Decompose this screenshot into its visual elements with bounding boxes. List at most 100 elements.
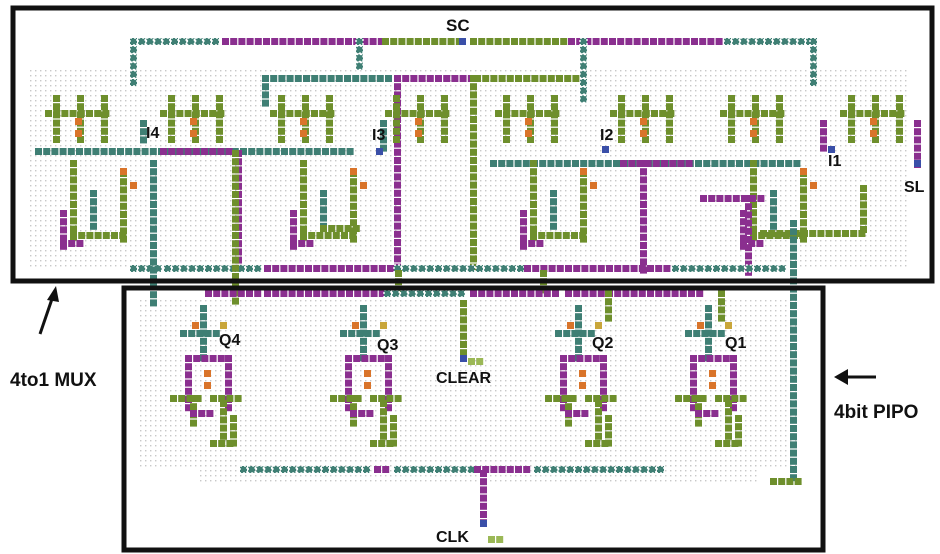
grid-dot (595, 205, 597, 207)
grid-dot (45, 135, 47, 137)
grid-dot (390, 250, 392, 252)
grid-dot (315, 240, 317, 242)
grid-dot (490, 170, 492, 172)
grid-dot (275, 220, 277, 222)
grid-dot (185, 240, 187, 242)
grid-dot (165, 160, 167, 162)
grid-dot (560, 185, 562, 187)
grid-dot (485, 115, 487, 117)
grid-dot (610, 150, 612, 152)
grid-dot (375, 150, 377, 152)
grid-dot (55, 250, 57, 252)
grid-dot (455, 95, 457, 97)
grid-dot (455, 250, 457, 252)
grid-dot (435, 190, 437, 192)
grid-dot (210, 255, 212, 257)
grid-dot (430, 135, 432, 137)
grid-dot (460, 165, 462, 167)
grid-dot (145, 145, 147, 147)
grid-dot (550, 125, 552, 127)
grid-dot (450, 110, 452, 112)
grid-dot (195, 155, 197, 157)
grid-dot (125, 115, 127, 117)
grid-dot (270, 255, 272, 257)
grid-dot (540, 250, 542, 252)
grid-dot (615, 215, 617, 217)
grid-dot (560, 140, 562, 142)
grid-dot (385, 95, 387, 97)
grid-dot (350, 100, 352, 102)
grid-dot (315, 230, 317, 232)
grid-dot (200, 225, 202, 227)
grid-dot (190, 90, 192, 92)
grid-dot (475, 205, 477, 207)
grid-dot (425, 200, 427, 202)
grid-dot (60, 105, 62, 107)
grid-dot (295, 70, 297, 72)
grid-dot (415, 210, 417, 212)
grid-dot (595, 100, 597, 102)
grid-dot (545, 215, 547, 217)
grid-dot (560, 200, 562, 202)
grid-dot (210, 185, 212, 187)
grid-dot (575, 110, 577, 112)
grid-dot (60, 225, 62, 227)
grid-dot (130, 120, 132, 122)
grid-dot (285, 140, 287, 142)
grid-dot (40, 165, 42, 167)
grid-dot (30, 165, 32, 167)
grid-dot (35, 100, 37, 102)
grid-dot (415, 70, 417, 72)
grid-dot (515, 170, 517, 172)
grid-dot (80, 190, 82, 192)
grid-dot (215, 100, 217, 102)
grid-dot (565, 140, 567, 142)
grid-dot (180, 170, 182, 172)
grid-dot (135, 230, 137, 232)
grid-dot (480, 170, 482, 172)
grid-dot (515, 130, 517, 132)
grid-dot (310, 205, 312, 207)
grid-dot (410, 140, 412, 142)
grid-dot (445, 90, 447, 92)
grid-dot (195, 180, 197, 182)
grid-dot (460, 185, 462, 187)
grid-dot (380, 160, 382, 162)
grid-dot (170, 180, 172, 182)
grid-dot (650, 245, 652, 247)
grid-dot (245, 90, 247, 92)
grid-dot (205, 90, 207, 92)
grid-dot (145, 235, 147, 237)
grid-dot (310, 105, 312, 107)
grid-dot (415, 100, 417, 102)
grid-dot (540, 260, 542, 262)
grid-dot (130, 215, 132, 217)
grid-dot (135, 110, 137, 112)
grid-dot (425, 110, 427, 112)
grid-dot (35, 245, 37, 247)
grid-dot (270, 210, 272, 212)
grid-dot (545, 260, 547, 262)
grid-dot (525, 185, 527, 187)
grid-dot (355, 160, 357, 162)
grid-dot (425, 230, 427, 232)
grid-dot (310, 185, 312, 187)
grid-dot (630, 120, 632, 122)
grid-dot (355, 140, 357, 142)
grid-dot (185, 215, 187, 217)
grid-dot (115, 110, 117, 112)
grid-dot (435, 225, 437, 227)
grid-dot (550, 70, 552, 72)
grid-dot (495, 210, 497, 212)
grid-dot (210, 95, 212, 97)
grid-dot (430, 150, 432, 152)
grid-dot (330, 220, 332, 222)
grid-dot (250, 85, 252, 87)
grid-dot (80, 185, 82, 187)
grid-dot (310, 95, 312, 97)
grid-dot (480, 205, 482, 207)
grid-dot (250, 120, 252, 122)
grid-dot (450, 215, 452, 217)
grid-dot (430, 250, 432, 252)
grid-dot (510, 150, 512, 152)
